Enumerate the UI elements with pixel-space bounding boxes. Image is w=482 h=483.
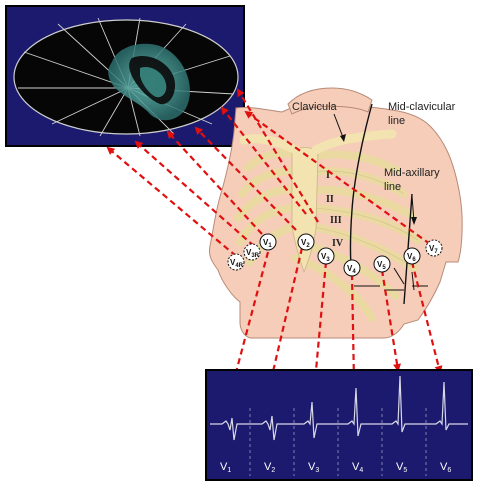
ecg-label-v1: V1 [220, 461, 231, 474]
torso [209, 87, 463, 339]
svg-text:V6: V6 [407, 252, 416, 263]
electrode-v7: V7 [425, 239, 443, 257]
heart-shape [108, 43, 190, 121]
electrode-v3: V3 [317, 247, 335, 265]
electrode-v5: V5 [373, 255, 391, 273]
svg-text:V2: V2 [301, 238, 310, 249]
ecg-label-v6: V6 [440, 461, 451, 474]
electrode-v3r: V3R [243, 243, 261, 261]
spacing-arrows [354, 267, 428, 291]
projection-arrows [106, 88, 443, 412]
label-clavicula: Clavicula [292, 101, 338, 113]
svg-text:V1: V1 [263, 238, 272, 249]
electrode-v4: V4 [343, 259, 361, 277]
svg-text:V5: V5 [377, 260, 386, 271]
rib-label-4: IV [332, 238, 344, 249]
rib-label-3: III [330, 215, 342, 226]
ecg-label-v3: V3 [308, 461, 319, 474]
electrode-v6: V6 [403, 247, 421, 265]
rib-label-1: I [326, 170, 330, 181]
svg-text:V4R: V4R [230, 258, 244, 269]
ecg-label-v5: V5 [396, 461, 407, 474]
label-mid-clavicular: Mid-clavicular [388, 101, 456, 113]
svg-text:V7: V7 [429, 244, 438, 255]
electrode-v4r: V4R [227, 253, 245, 271]
electrodes: V1 V2 V3 V4 V5 V6 V7 V3R [227, 233, 443, 277]
ecg-trace [210, 375, 468, 441]
ecg-label-v4: V4 [352, 461, 363, 474]
label-mid-clavicular-line: line [388, 115, 405, 127]
rib-label-2: II [326, 194, 334, 205]
label-mid-axillary: Mid-axillary [384, 167, 440, 179]
electrode-v2: V2 [297, 233, 315, 251]
ecg-dividers [249, 408, 427, 476]
svg-text:V4: V4 [347, 264, 356, 275]
electrode-v1: V1 [259, 233, 277, 251]
label-mid-axillary-line: line [384, 181, 401, 193]
svg-text:V3R: V3R [246, 248, 260, 259]
ecg-label-v2: V2 [264, 461, 275, 474]
clavicle-left [311, 129, 397, 155]
ecg-panel: V1 V2 V3 V4 V5 V6 [205, 369, 473, 481]
mid-clavicular-line [349, 103, 373, 281]
svg-text:V3: V3 [321, 252, 330, 263]
heart-vector-panel [5, 5, 245, 147]
